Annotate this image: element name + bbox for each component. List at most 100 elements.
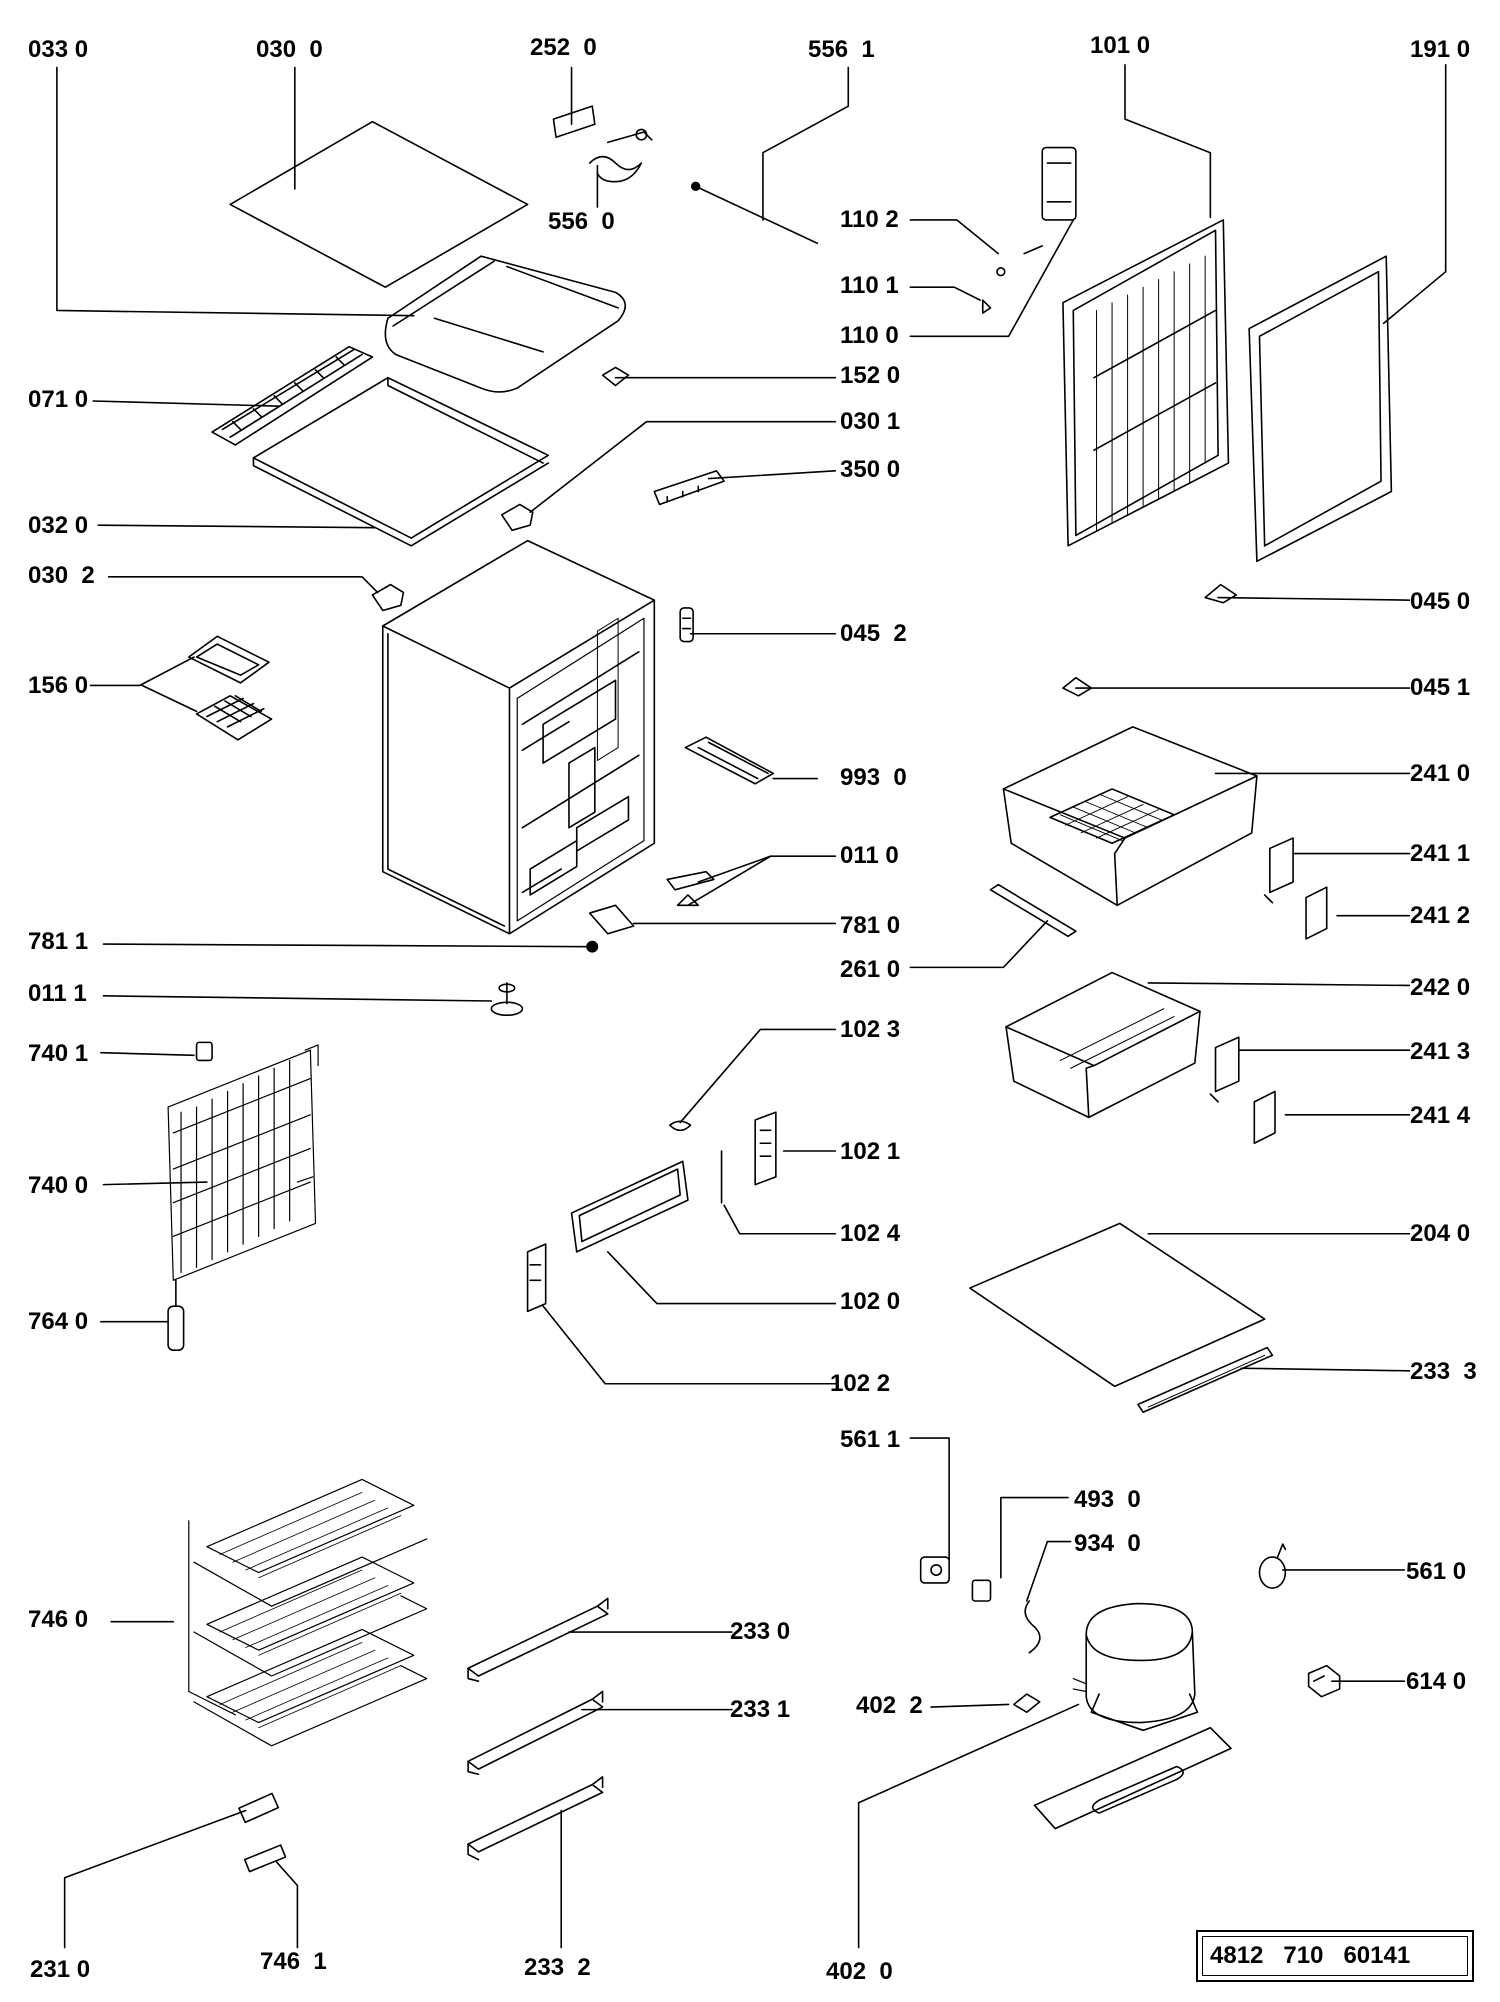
label-261-0: 261 0	[840, 956, 901, 983]
label-233-0: 233 0	[730, 1618, 791, 1645]
part-045-0	[1205, 585, 1236, 603]
label-493-0: 493 0	[1074, 1486, 1141, 1513]
label-781-0: 781 0	[840, 912, 901, 939]
label-191-0: 191 0	[1410, 36, 1471, 63]
label-102-3: 102 3	[840, 1016, 901, 1043]
label-740-1: 740 1	[28, 1040, 89, 1067]
label-102-2: 102 2	[830, 1370, 891, 1397]
part-764-0	[168, 1280, 184, 1350]
part-614-0	[1309, 1666, 1340, 1697]
label-233-1: 233 1	[730, 1696, 791, 1723]
label-241-3: 241 3	[1410, 1038, 1471, 1065]
label-011-0: 011 0	[840, 842, 899, 869]
label-993-0: 993 0	[840, 764, 907, 791]
label-561-0: 561 0	[1406, 1558, 1467, 1585]
part-740-1	[197, 1042, 213, 1060]
part-compressor	[1073, 1604, 1197, 1731]
label-152-0: 152 0	[840, 362, 901, 389]
label-011-1: 011 1	[28, 980, 87, 1007]
label-030-1: 030 1	[840, 408, 901, 435]
label-045-0: 045 0	[1410, 588, 1471, 615]
part-561-0	[1259, 1544, 1285, 1588]
part-241-1	[1265, 838, 1293, 903]
label-241-2: 241 2	[1410, 902, 1471, 929]
label-102-1: 102 1	[840, 1138, 901, 1165]
part-071-0	[212, 347, 372, 445]
part-993-0	[685, 737, 773, 784]
label-045-1: 045 1	[1410, 674, 1471, 701]
part-011-1-foot	[491, 983, 522, 1015]
part-102-2	[528, 1244, 546, 1311]
part-740-0-evaporator	[168, 1045, 318, 1280]
part-242-0-drawer	[1006, 973, 1200, 1118]
part-561-1	[921, 1557, 949, 1583]
part-934-0-wire	[1025, 1601, 1040, 1653]
part-781-0	[590, 905, 634, 933]
label-241-1: 241 1	[1410, 840, 1471, 867]
part-781-1	[587, 942, 597, 952]
label-781-1: 781 1	[28, 928, 89, 955]
part-152-0	[603, 367, 629, 385]
part-233-0	[468, 1598, 608, 1681]
label-350-0: 350 0	[840, 456, 901, 483]
label-033-0: 033 0	[28, 36, 89, 63]
part-556-1-rod	[692, 182, 817, 243]
part-102-0	[572, 1161, 688, 1252]
part-493-0	[972, 1580, 990, 1601]
part-030-0	[230, 122, 527, 288]
label-402-0: 402 0	[826, 1958, 893, 1985]
part-241-2	[1306, 887, 1327, 939]
label-110-1: 110 1	[840, 272, 899, 299]
label-110-2: 110 2	[840, 206, 899, 233]
label-231-0: 231 0	[30, 1956, 91, 1983]
part-030-1	[502, 504, 533, 530]
part-110-hinge	[983, 148, 1076, 314]
part-011-0	[667, 872, 714, 906]
label-030-2: 030 2	[28, 562, 95, 589]
part-030-2	[372, 585, 403, 611]
label-204-0: 204 0	[1410, 1220, 1471, 1247]
part-252-0	[553, 106, 594, 137]
label-252-0: 252 0	[530, 34, 597, 61]
label-156-0: 156 0	[28, 672, 89, 699]
part-556-0-spring	[590, 129, 652, 181]
part-746-1	[245, 1845, 286, 1872]
label-402-2: 402 2	[856, 1692, 923, 1719]
part-102-1	[755, 1112, 776, 1184]
part-102-3	[670, 1121, 691, 1130]
label-561-1: 561 1	[840, 1426, 901, 1453]
label-101-0: 101 0	[1090, 32, 1151, 59]
part-746-0-wire-shelves	[189, 1479, 427, 1745]
part-350-0	[654, 471, 724, 505]
label-556-1: 556 1	[808, 36, 875, 63]
label-746-1: 746 1	[260, 1948, 327, 1975]
part-045-2	[680, 608, 693, 642]
part-045-1	[1063, 678, 1091, 696]
part-156-0	[189, 636, 272, 739]
label-102-0: 102 0	[840, 1288, 901, 1315]
part-402-0-base	[1034, 1728, 1231, 1829]
label-614-0: 614 0	[1406, 1668, 1467, 1695]
label-045-2: 045 2	[840, 620, 907, 647]
label-071-0: 071 0	[28, 386, 89, 413]
document-reference-box: 4812 710 60141	[1196, 1930, 1474, 1982]
part-241-3	[1210, 1037, 1238, 1102]
label-032-0: 032 0	[28, 512, 89, 539]
part-241-4	[1254, 1092, 1275, 1144]
label-030-0: 030 0	[256, 36, 323, 63]
label-241-0: 241 0	[1410, 760, 1471, 787]
label-102-4: 102 4	[840, 1220, 901, 1247]
part-241-0-drawer	[1003, 727, 1256, 905]
label-934-0: 934 0	[1074, 1530, 1141, 1557]
part-233-2	[468, 1777, 602, 1860]
label-233-2: 233 2	[524, 1954, 591, 1981]
label-764-0: 764 0	[28, 1308, 89, 1335]
label-241-4: 241 4	[1410, 1102, 1471, 1129]
leader-lines	[57, 65, 1446, 1948]
part-cabinet	[383, 541, 655, 934]
part-101-0-door	[1063, 220, 1229, 546]
part-033-0	[385, 256, 625, 392]
part-402-2	[1014, 1694, 1040, 1712]
